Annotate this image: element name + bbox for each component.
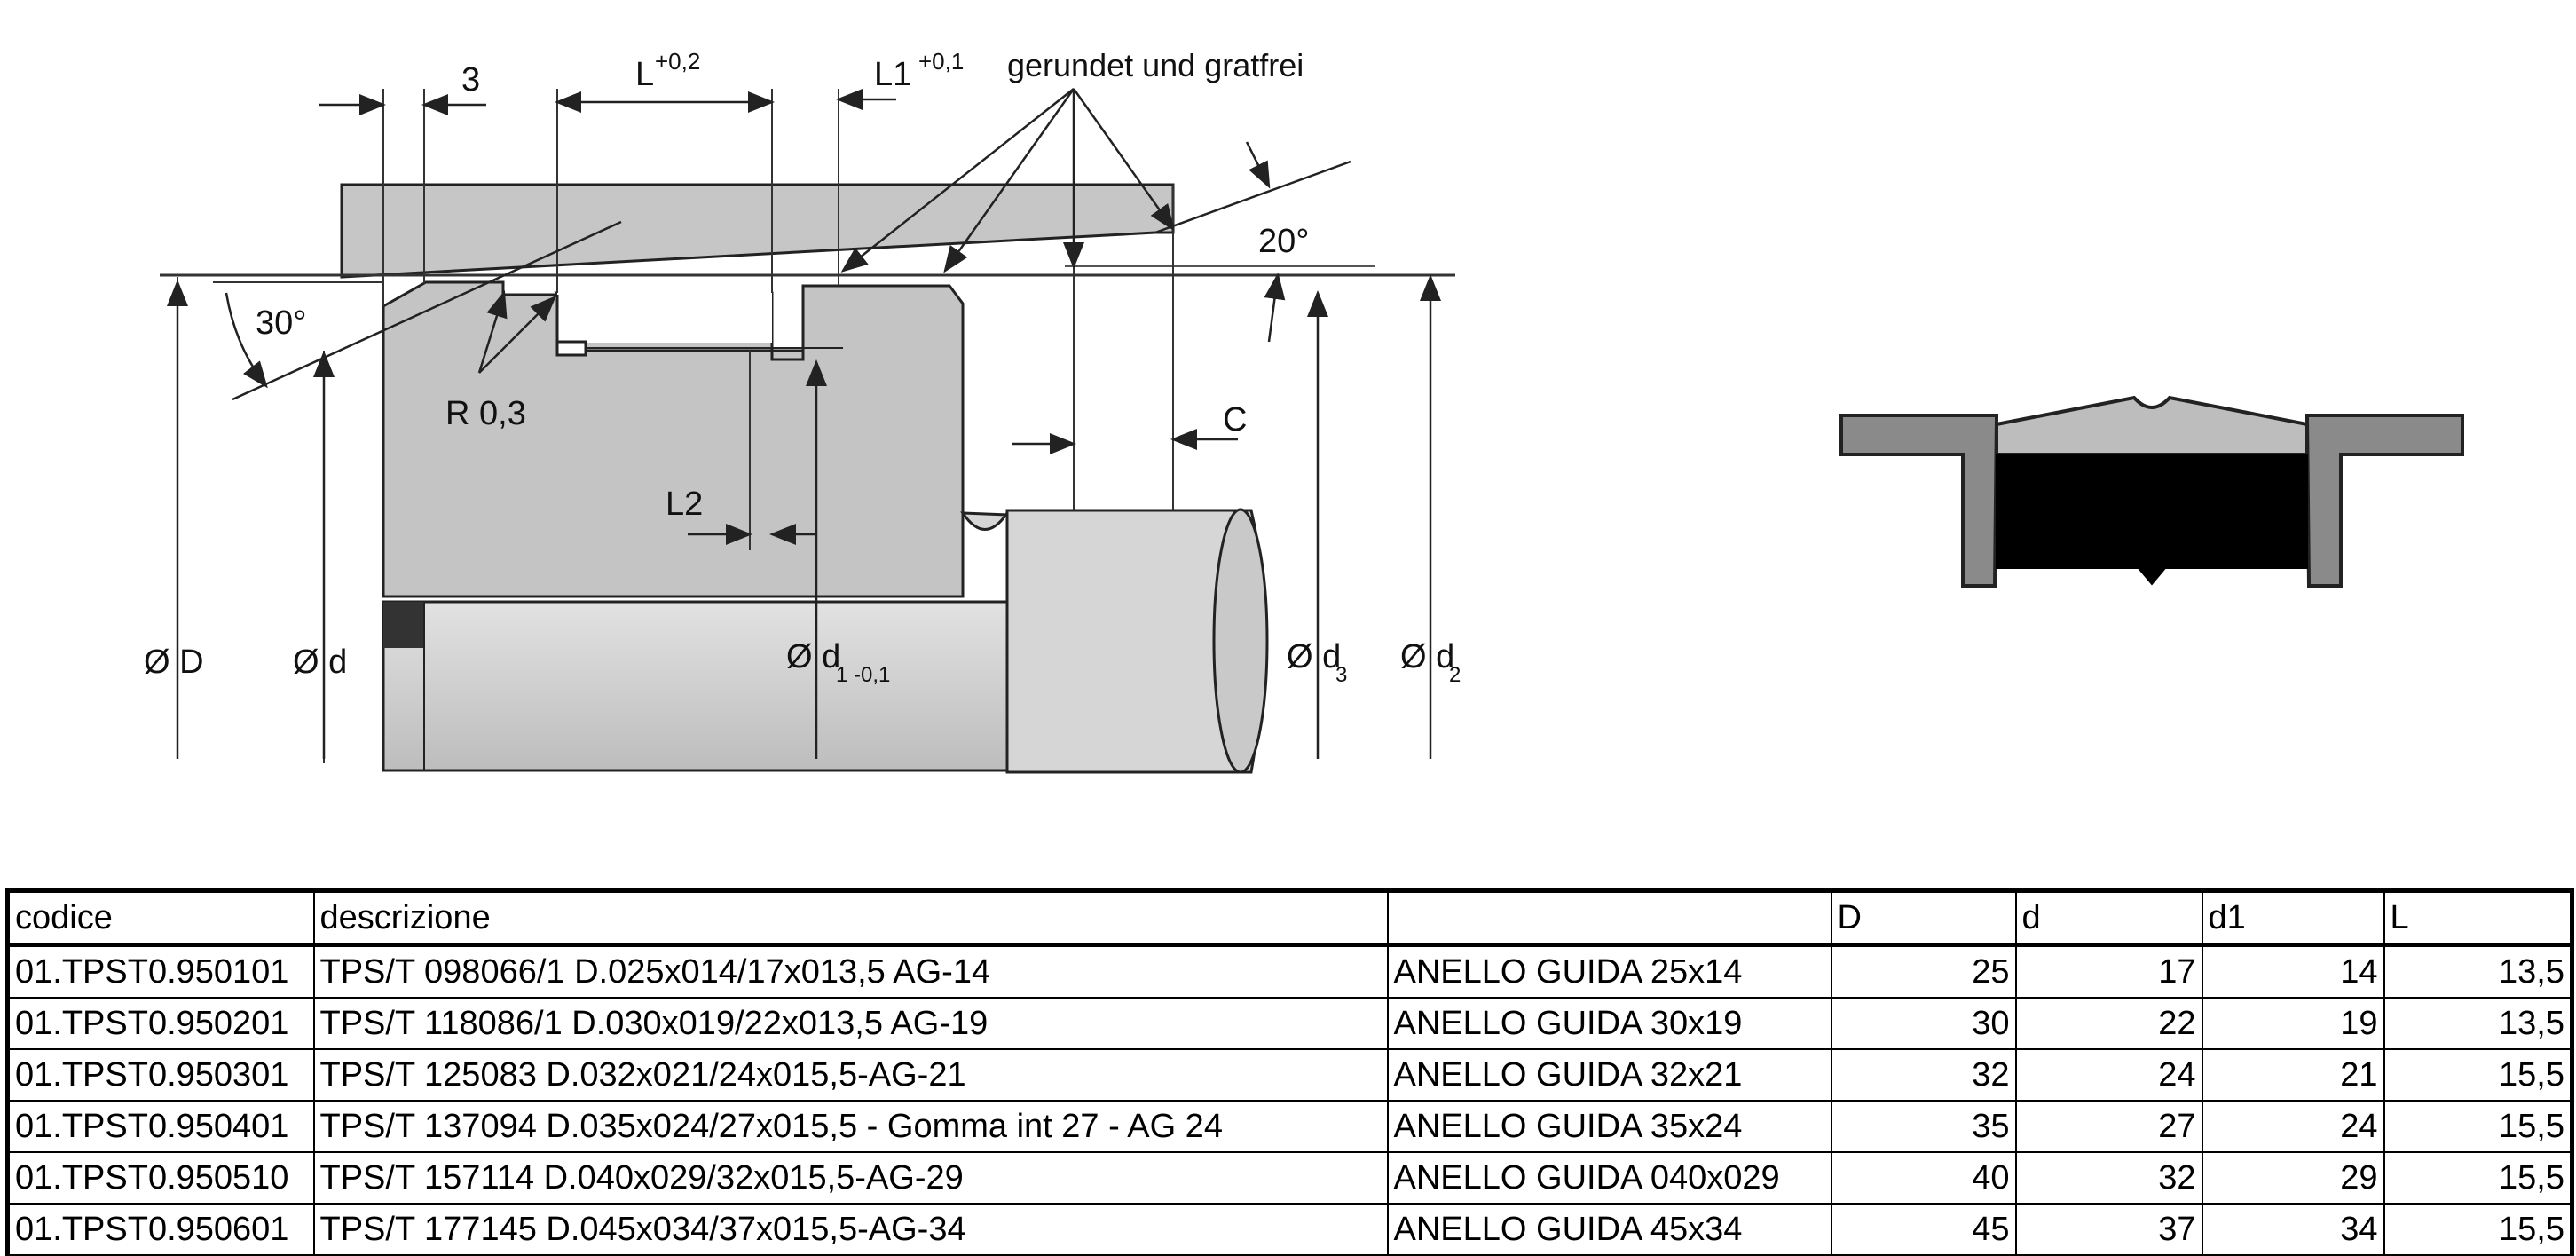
- cell-codice: 01.TPST0.950301: [5, 1048, 315, 1102]
- shaft-body: [382, 600, 1009, 772]
- cell-descrizione: TPS/T 125083 D.032x021/24x015,5-AG-21: [312, 1048, 1389, 1102]
- cell-D: 32: [1830, 1048, 2017, 1102]
- cell-L: 15,5: [2383, 1203, 2574, 1256]
- table-header: codice descrizione D d d1 L: [5, 888, 2574, 947]
- cell-D: 45: [1830, 1203, 2017, 1256]
- angle-30-label: 30°: [256, 304, 306, 342]
- dim-3-label: 3: [461, 61, 480, 99]
- cell-codice: 01.TPST0.950401: [5, 1100, 315, 1153]
- cell-codice: 01.TPST0.950101: [5, 944, 315, 999]
- cell-nome: ANELLO GUIDA 25x14: [1386, 944, 1832, 999]
- header-codice: codice: [5, 888, 315, 947]
- shaft-chamfer: [383, 602, 424, 648]
- cell-L: 15,5: [2383, 1048, 2574, 1102]
- dim-L1-label: L1: [874, 56, 911, 93]
- radius-label: R 0,3: [445, 395, 526, 432]
- header-L: L: [2383, 888, 2574, 947]
- cell-descrizione: TPS/T 157114 D.040x029/32x015,5-AG-29: [312, 1151, 1389, 1205]
- cell-d: 24: [2014, 1048, 2203, 1102]
- cell-nome: ANELLO GUIDA 45x34: [1386, 1203, 1832, 1256]
- cell-L: 15,5: [2383, 1100, 2574, 1153]
- seal-core: [1996, 454, 2308, 586]
- groove-outline: [555, 286, 805, 361]
- angle-20-label: 20°: [1258, 223, 1309, 260]
- cell-codice: 01.TPST0.950510: [5, 1151, 315, 1205]
- cell-descrizione: TPS/T 118086/1 D.030x019/22x013,5 AG-19: [312, 997, 1389, 1050]
- table-row: 01.TPST0.950301 TPS/T 125083 D.032x021/2…: [5, 1048, 2574, 1102]
- cell-D: 30: [1830, 997, 2017, 1050]
- dim-L2-label: L2: [666, 486, 703, 523]
- table-row: 01.TPST0.950201 TPS/T 118086/1 D.030x019…: [5, 997, 2574, 1050]
- cell-D: 40: [1830, 1151, 2017, 1205]
- cell-D: 35: [1830, 1100, 2017, 1153]
- cell-L: 13,5: [2383, 944, 2574, 999]
- header-d1: d1: [2201, 888, 2385, 947]
- seal-lip: [1995, 395, 2309, 456]
- header-row: codice descrizione D d d1 L: [5, 888, 2574, 947]
- header-D: D: [1830, 888, 2017, 947]
- cell-d: 17: [2014, 944, 2203, 999]
- technical-drawing: 3 L +0,2 L1 +0,1 gerundet und gratfrei 2…: [144, 47, 2464, 774]
- seal-profile: [1839, 395, 2464, 588]
- dim-L1-tol: +0,1: [918, 48, 964, 75]
- spec-table: codice descrizione D d d1 L 01.TPST0.950…: [5, 888, 2574, 1256]
- cell-nome: ANELLO GUIDA 35x24: [1386, 1100, 1832, 1153]
- dia-D-label: Ø D: [144, 644, 204, 681]
- dim-L-tol: +0,2: [655, 48, 700, 75]
- cell-L: 15,5: [2383, 1151, 2574, 1205]
- dia-d3-sub: 3: [1335, 663, 1347, 687]
- cell-descrizione: TPS/T 098066/1 D.025x014/17x013,5 AG-14: [312, 944, 1389, 999]
- table-row: 01.TPST0.950401 TPS/T 137094 D.035x024/2…: [5, 1100, 2574, 1153]
- dia-d1-sub: 1 -0,1: [836, 663, 890, 687]
- note-edges: gerundet und gratfrei: [1007, 47, 1304, 83]
- table-row: 01.TPST0.950601 TPS/T 177145 D.045x034/3…: [5, 1203, 2574, 1256]
- dim-L-label: L: [635, 56, 654, 93]
- cell-descrizione: TPS/T 137094 D.035x024/27x015,5 - Gomma …: [312, 1100, 1389, 1153]
- cell-d1: 21: [2201, 1048, 2385, 1102]
- cell-d: 37: [2014, 1203, 2203, 1256]
- dia-d-label: Ø d: [293, 644, 347, 681]
- cell-descrizione: TPS/T 177145 D.045x034/37x015,5-AG-34: [312, 1203, 1389, 1256]
- cell-d: 32: [2014, 1151, 2203, 1205]
- cell-nome: ANELLO GUIDA 32x21: [1386, 1048, 1832, 1102]
- cell-nome: ANELLO GUIDA 040x029: [1386, 1151, 1832, 1205]
- dia-d3-label: Ø d: [1287, 638, 1341, 675]
- housing-bore: [340, 183, 1175, 279]
- cell-d1: 34: [2201, 1203, 2385, 1256]
- cell-d1: 29: [2201, 1151, 2385, 1205]
- cell-d: 27: [2014, 1100, 2203, 1153]
- header-d: d: [2014, 888, 2203, 947]
- seal-groove: [557, 282, 772, 343]
- shaft-end: [1212, 508, 1269, 774]
- dia-d2-sub: 2: [1449, 663, 1461, 687]
- table-row: 01.TPST0.950101 TPS/T 098066/1 D.025x014…: [5, 944, 2574, 999]
- dia-d2-label: Ø d: [1400, 638, 1454, 675]
- dim-C-label: C: [1223, 401, 1247, 438]
- cell-d1: 14: [2201, 944, 2385, 999]
- cell-nome: ANELLO GUIDA 30x19: [1386, 997, 1832, 1050]
- table-body: 01.TPST0.950101 TPS/T 098066/1 D.025x014…: [5, 944, 2574, 1256]
- cell-d1: 19: [2201, 997, 2385, 1050]
- dia-d1-label: Ø d: [786, 638, 840, 675]
- cell-D: 25: [1830, 944, 2017, 999]
- table-row: 01.TPST0.950510 TPS/T 157114 D.040x029/3…: [5, 1151, 2574, 1205]
- cell-codice: 01.TPST0.950201: [5, 997, 315, 1050]
- cell-codice: 01.TPST0.950601: [5, 1203, 315, 1256]
- header-descrizione: descrizione: [312, 888, 1389, 947]
- cell-d1: 24: [2201, 1100, 2385, 1153]
- cell-d: 22: [2014, 997, 2203, 1050]
- cell-L: 13,5: [2383, 997, 2574, 1050]
- header-blank: [1386, 888, 1832, 947]
